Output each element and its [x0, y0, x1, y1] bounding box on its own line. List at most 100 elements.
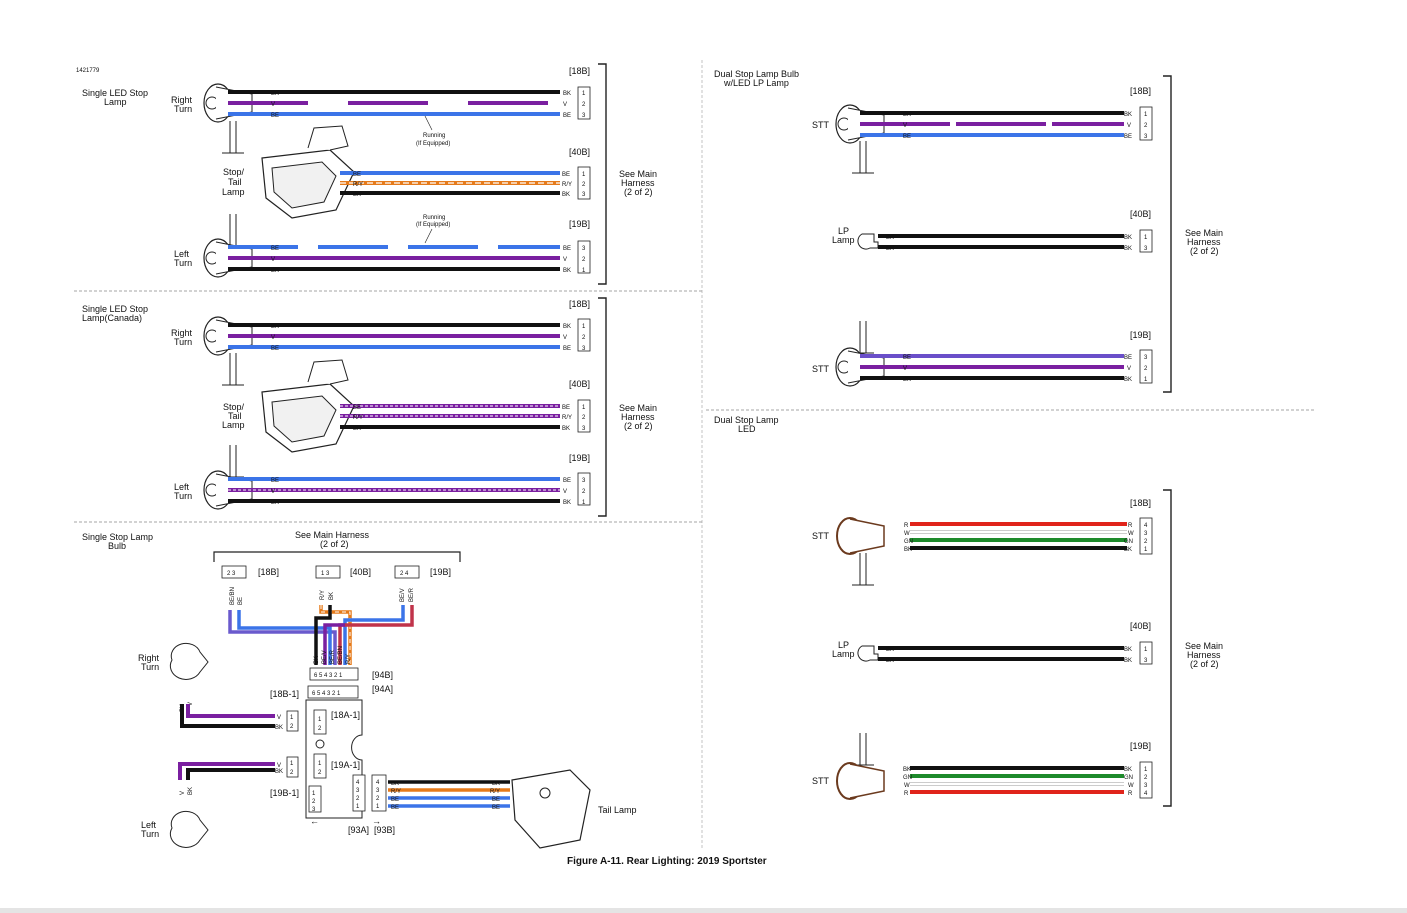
- svg-text:[19B]: [19B]: [569, 219, 590, 229]
- svg-text:BK: BK: [563, 500, 571, 506]
- svg-text:BE: BE: [391, 805, 399, 811]
- svg-text:3: 3: [1144, 658, 1148, 664]
- svg-text:BE: BE: [563, 478, 571, 484]
- svg-text:4: 4: [1144, 523, 1148, 529]
- svg-text:2: 2: [290, 770, 294, 776]
- svg-text:Bulb: Bulb: [108, 541, 126, 551]
- svg-text:BE: BE: [562, 405, 570, 411]
- svg-text:2: 2: [582, 489, 586, 495]
- svg-text:BK: BK: [903, 112, 911, 118]
- svg-text:[93A]: [93A]: [348, 825, 369, 835]
- lp-lamp-icon: [857, 233, 879, 250]
- svg-text:Single LED Stop: Single LED Stop: [82, 304, 148, 314]
- svg-text:2: 2: [376, 796, 380, 802]
- svg-text:BE/BN: BE/BN: [230, 587, 236, 605]
- svg-text:R: R: [1128, 791, 1133, 797]
- tail-lamp-icon: [511, 769, 591, 849]
- svg-text:See Main: See Main: [1185, 228, 1223, 238]
- svg-text:2: 2: [1144, 775, 1148, 781]
- svg-text:[19B]: [19B]: [569, 453, 590, 463]
- svg-text:BK: BK: [271, 268, 279, 274]
- svg-text:Lamp: Lamp: [832, 235, 855, 245]
- svg-text:Lamp: Lamp: [222, 187, 245, 197]
- svg-text:Harness: Harness: [621, 178, 655, 188]
- svg-text:Turn: Turn: [174, 258, 192, 268]
- svg-text:2: 2: [290, 724, 294, 730]
- svg-text:Tail: Tail: [228, 411, 242, 421]
- svg-text:BE: BE: [562, 172, 570, 178]
- bracket: [598, 63, 607, 285]
- svg-text:BK: BK: [275, 725, 283, 731]
- svg-text:Right: Right: [171, 328, 193, 338]
- svg-text:W: W: [904, 531, 910, 537]
- svg-text:Lamp: Lamp: [222, 420, 245, 430]
- svg-text:6 5 4 3 2 1: 6 5 4 3 2 1: [312, 691, 341, 697]
- svg-text:BK: BK: [492, 781, 500, 787]
- svg-text:2 3: 2 3: [227, 571, 236, 577]
- svg-text:1: 1: [318, 717, 322, 723]
- svg-text:W: W: [1128, 531, 1134, 537]
- svg-text:[19B-1]: [19B-1]: [270, 788, 299, 798]
- svg-text:See Main Harness: See Main Harness: [295, 530, 370, 540]
- svg-text:Right: Right: [138, 653, 160, 663]
- svg-text:1: 1: [582, 268, 586, 274]
- svg-text:Running: Running: [423, 215, 445, 221]
- svg-text:BK: BK: [886, 647, 894, 653]
- svg-text:1: 1: [376, 804, 380, 810]
- svg-text:Tail Lamp: Tail Lamp: [598, 805, 637, 815]
- svg-text:1: 1: [1144, 647, 1148, 653]
- svg-text:Harness: Harness: [621, 412, 655, 422]
- svg-text:3: 3: [1144, 246, 1148, 252]
- svg-text:Turn: Turn: [141, 662, 159, 672]
- svg-text:BE: BE: [1124, 134, 1132, 140]
- svg-text:STT: STT: [812, 364, 830, 374]
- svg-text:3: 3: [1144, 355, 1148, 361]
- svg-text:4: 4: [356, 780, 360, 786]
- svg-text:V: V: [903, 123, 907, 129]
- svg-text:V: V: [903, 366, 907, 372]
- svg-text:GN: GN: [1124, 775, 1133, 781]
- svg-text:[40B]: [40B]: [569, 379, 590, 389]
- svg-text:3: 3: [582, 346, 586, 352]
- svg-text:BK: BK: [1124, 246, 1132, 252]
- svg-text:(2 of 2): (2 of 2): [1190, 659, 1219, 669]
- connector-label: [18B]: [569, 66, 590, 76]
- svg-text:Left: Left: [141, 820, 157, 830]
- svg-text:(2 of 2): (2 of 2): [1190, 246, 1219, 256]
- svg-text:1: 1: [318, 761, 322, 767]
- lamp-stem-icon: [851, 552, 875, 586]
- svg-text:1: 1: [582, 172, 586, 178]
- svg-text:2: 2: [356, 796, 360, 802]
- svg-text:Harness: Harness: [1187, 237, 1221, 247]
- svg-text:[19B]: [19B]: [1130, 741, 1151, 751]
- svg-text:[94A]: [94A]: [372, 684, 393, 694]
- svg-text:See Main: See Main: [619, 403, 657, 413]
- bracket: [598, 297, 607, 517]
- panel-dual-stop-lamp-bulb: Dual Stop Lamp Bulb w/LED LP Lamp STT BK…: [714, 69, 1223, 393]
- svg-text:BK: BK: [1124, 235, 1132, 241]
- svg-text:Dual Stop Lamp: Dual Stop Lamp: [714, 415, 779, 425]
- svg-text:V: V: [188, 702, 194, 706]
- svg-text:[18B]: [18B]: [1130, 86, 1151, 96]
- svg-text:(2 of 2): (2 of 2): [624, 421, 653, 431]
- panel-single-led-stop-lamp-canada: Single LED Stop Lamp(Canada) Right Turn …: [82, 297, 657, 517]
- svg-text:Dual Stop Lamp Bulb: Dual Stop Lamp Bulb: [714, 69, 799, 79]
- svg-text:V: V: [180, 791, 186, 795]
- svg-text:BK: BK: [904, 547, 912, 553]
- svg-text:BE: BE: [563, 346, 571, 352]
- svg-text:1: 1: [582, 91, 586, 97]
- svg-text:W: W: [904, 783, 910, 789]
- svg-text:BK: BK: [1124, 647, 1132, 653]
- svg-text:Left: Left: [174, 482, 190, 492]
- panel-title-2: Lamp: [104, 97, 127, 107]
- svg-text:GN: GN: [903, 775, 912, 781]
- svg-text:Turn: Turn: [174, 491, 192, 501]
- svg-text:3: 3: [1144, 783, 1148, 789]
- svg-text:BE: BE: [271, 478, 279, 484]
- svg-text:3: 3: [1144, 134, 1148, 140]
- svg-text:3: 3: [356, 788, 360, 794]
- svg-text:[93B]: [93B]: [374, 825, 395, 835]
- svg-text:See Main: See Main: [619, 169, 657, 179]
- svg-text:3: 3: [582, 426, 586, 432]
